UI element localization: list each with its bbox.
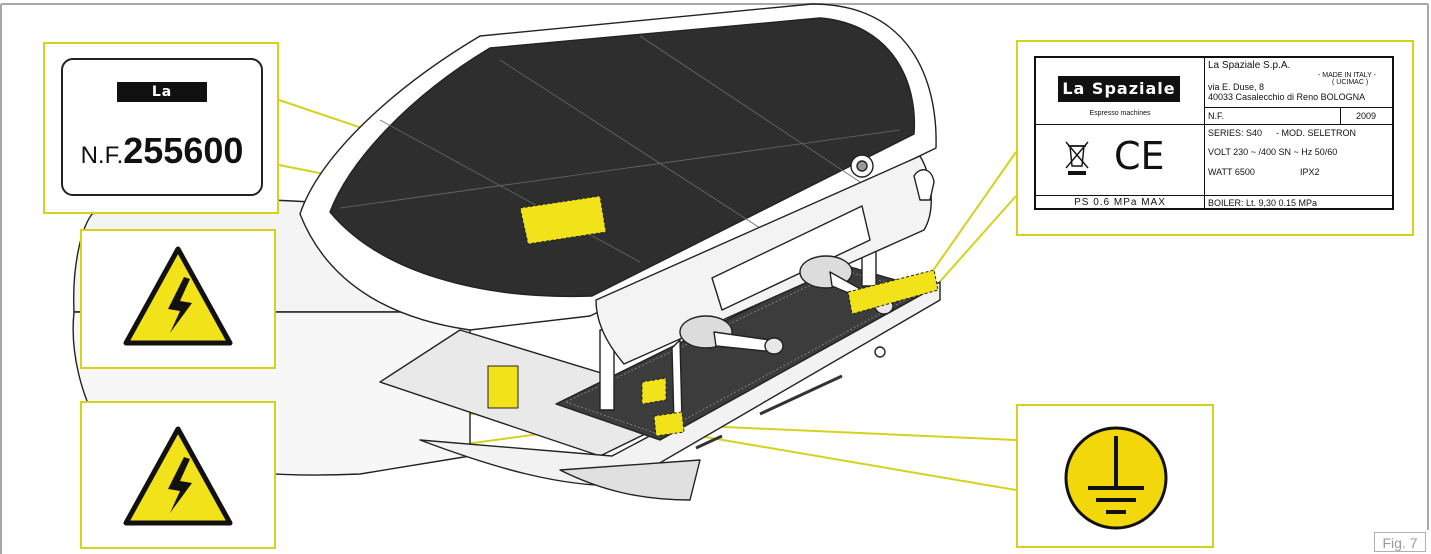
boiler-spec: BOILER: Lt. 9,30 0.15 MPa bbox=[1208, 198, 1318, 208]
leader-ground-lower bbox=[675, 431, 1017, 491]
rating-plate: La Spaziale Espresso machines La Spazial… bbox=[1034, 56, 1394, 210]
nf-label-location bbox=[519, 195, 607, 245]
high-voltage-warning-icon bbox=[123, 426, 233, 526]
address-street: via E. Duse, 8 bbox=[1208, 82, 1265, 92]
weee-bin-icon bbox=[1065, 141, 1089, 175]
association: ( UCIMAC ) bbox=[1332, 79, 1369, 86]
company-name: La Spaziale S.p.A. bbox=[1208, 60, 1291, 71]
tagline: Espresso machines bbox=[1089, 110, 1151, 117]
steam-knob-center bbox=[856, 160, 868, 172]
machine-foot bbox=[559, 459, 701, 501]
display-window bbox=[711, 205, 871, 311]
serial-number-plate: La Spaziale N.F.255600 bbox=[61, 58, 263, 196]
rating-plate-callout: La Spaziale Espresso machines La Spazial… bbox=[1016, 40, 1414, 236]
ip-rating: IPX2 bbox=[1300, 167, 1320, 177]
steam-wand-left bbox=[671, 339, 683, 425]
serial-number: 255600 bbox=[123, 130, 244, 171]
serial-number-callout: La Spaziale N.F.255600 bbox=[43, 42, 279, 214]
protective-earth-icon bbox=[1064, 426, 1168, 530]
wattage: WATT 6500 bbox=[1208, 167, 1255, 177]
model: - MOD. SELETRON bbox=[1276, 128, 1357, 138]
figure-label: Fig. 7 bbox=[1374, 532, 1426, 552]
protective-earth-callout bbox=[1016, 404, 1214, 548]
voltage: VOLT 230 ~ /400 SN ~ Hz 50/60 bbox=[1208, 147, 1338, 157]
high-voltage-warning-callout-2 bbox=[80, 401, 276, 549]
portafilter-left-handle bbox=[764, 337, 784, 355]
leader-ground-upper bbox=[679, 424, 1017, 441]
model-badge-front bbox=[759, 374, 843, 416]
high-voltage-warning-callout-1 bbox=[80, 229, 276, 369]
steam-lever bbox=[913, 169, 935, 201]
max-pressure: PS 0.6 MPa MAX bbox=[1074, 197, 1166, 208]
cup-warmer-grid bbox=[329, 17, 916, 298]
high-voltage-warning-icon bbox=[123, 246, 233, 346]
series: SERIES: S40 bbox=[1208, 128, 1263, 138]
warning-label-location-front bbox=[641, 377, 667, 405]
rating-plate-location bbox=[847, 269, 939, 315]
year: 2009 bbox=[1356, 111, 1377, 121]
espresso-machine-illustration bbox=[72, 3, 941, 501]
serial-prefix: N.F. bbox=[80, 142, 124, 169]
power-switch bbox=[874, 346, 886, 358]
serial-number-line: N.F.255600 bbox=[63, 130, 261, 172]
brand-logo: La Spaziale bbox=[117, 82, 207, 120]
nf-field-label: N.F. bbox=[1208, 111, 1225, 121]
ce-mark-icon: CE bbox=[1114, 134, 1165, 178]
rating-plate-logo: La Spaziale bbox=[1058, 76, 1180, 102]
leader-plate-lower bbox=[935, 195, 1017, 287]
address-city: 40033 Casalecchio di Reno BOLOGNA bbox=[1208, 92, 1366, 102]
leader-plate-upper bbox=[931, 151, 1017, 273]
machine-front-skirt bbox=[419, 281, 941, 487]
cup-warmer-pattern bbox=[339, 35, 901, 263]
drip-tray-pattern bbox=[565, 269, 921, 435]
made-in-italy: - MADE IN ITALY - bbox=[1318, 72, 1376, 79]
ground-label-location bbox=[653, 411, 685, 437]
warning-label-location-side bbox=[487, 365, 519, 409]
front-logo-strip bbox=[695, 434, 723, 450]
